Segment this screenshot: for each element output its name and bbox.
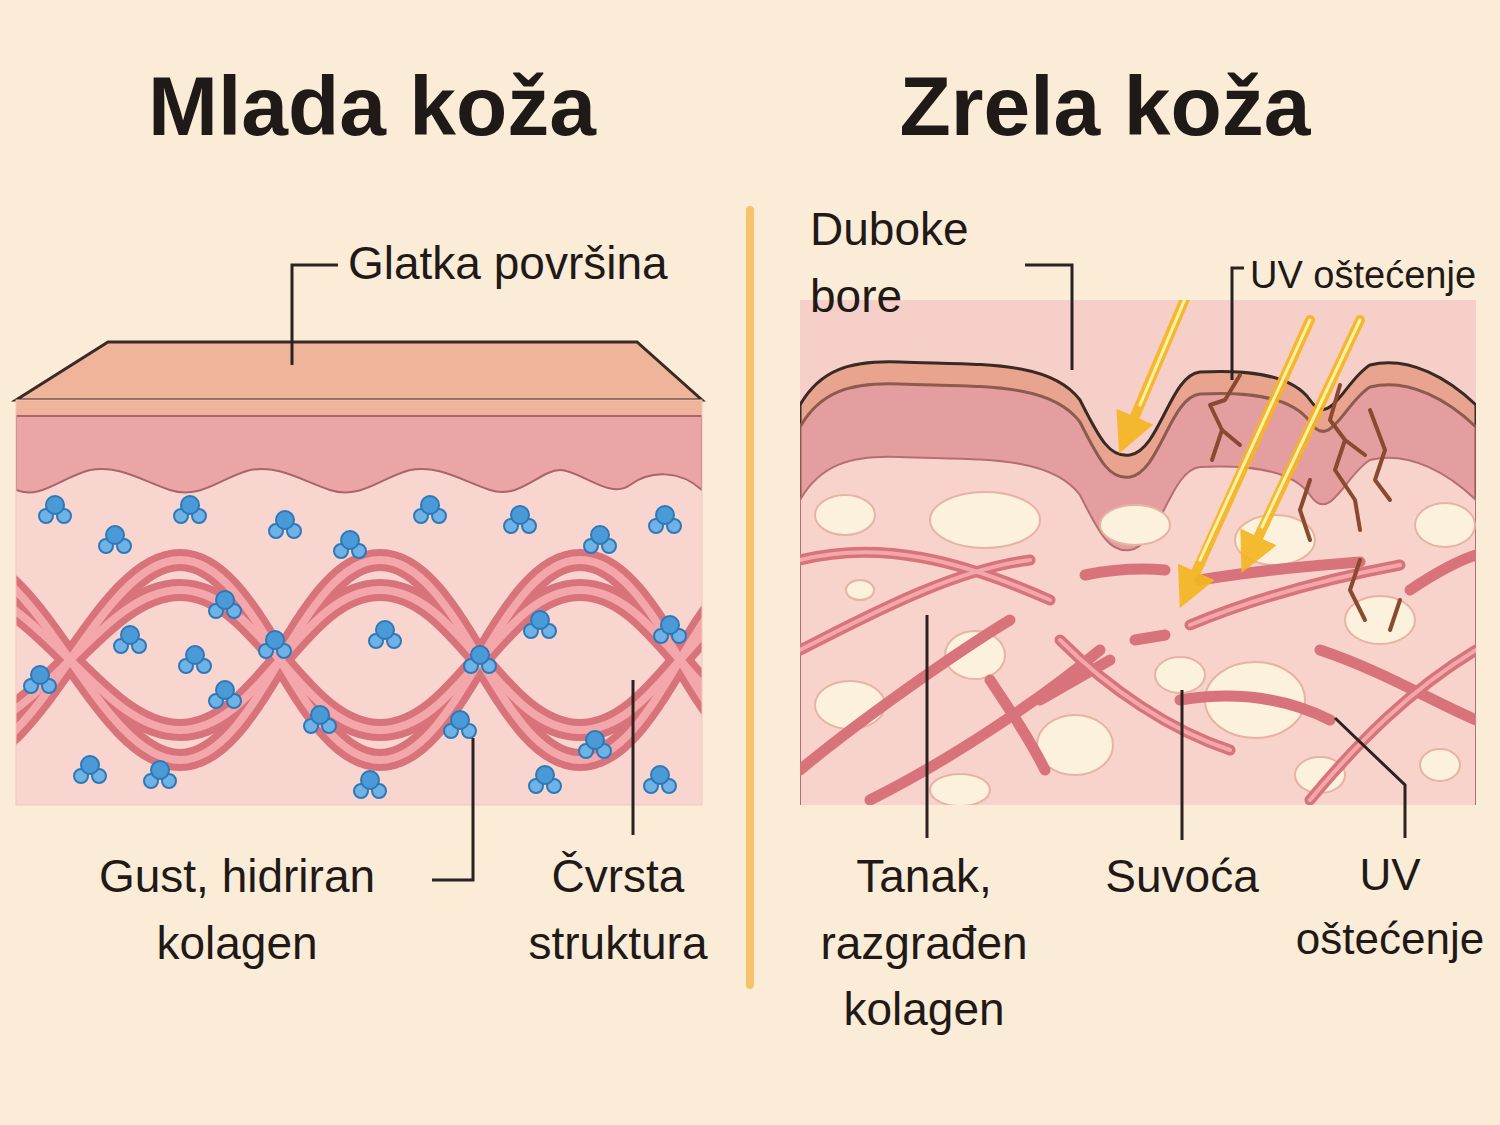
callout-label: UV oštećenje	[1280, 843, 1500, 971]
panel-heading: Mlada koža	[52, 60, 692, 152]
callout-label: Glatka površina	[348, 230, 748, 297]
panel-heading: Zrela koža	[785, 60, 1425, 152]
callout-label: Duboke bore	[810, 196, 1025, 329]
callout-label: Gust, hidriran kolagen	[57, 843, 417, 976]
callout-label: Tanak, razgrađen kolagen	[794, 843, 1054, 1043]
callout-label: Suvoća	[1082, 843, 1282, 910]
callout-label: UV oštećenje	[1250, 248, 1500, 303]
callout-label: Čvrsta struktura	[493, 843, 743, 976]
